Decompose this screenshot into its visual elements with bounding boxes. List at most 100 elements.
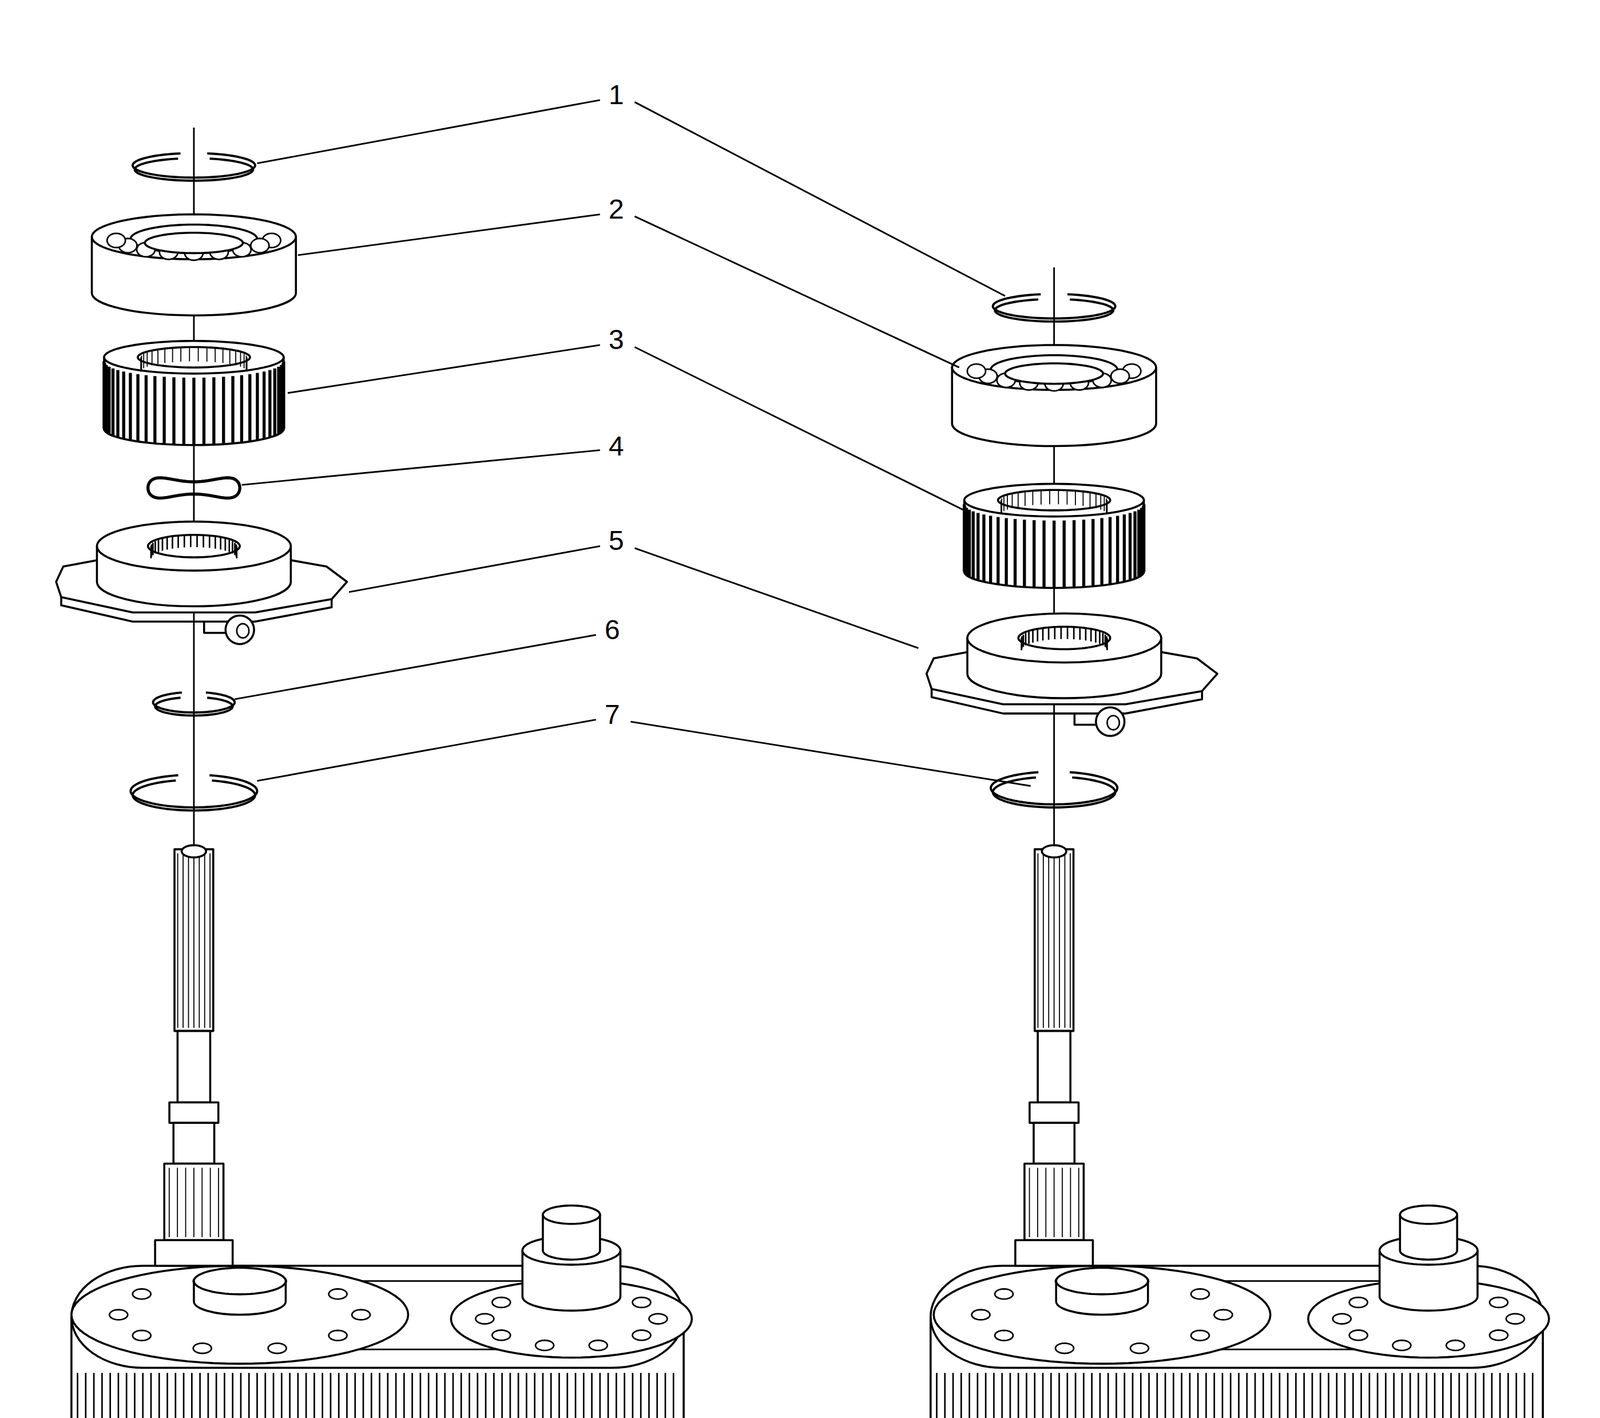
snap-ring [130, 775, 257, 808]
output-shaft [169, 1102, 219, 1123]
spline-line [177, 535, 180, 548]
spline-line [172, 347, 174, 363]
gear-tooth [1137, 509, 1141, 578]
chain-link [183, 1372, 185, 1418]
chain-link [387, 1372, 389, 1418]
callout-number: 3 [608, 326, 625, 354]
chain-link [632, 1372, 634, 1418]
chain-link [574, 1372, 577, 1418]
chain-link [403, 1372, 406, 1418]
sprocket-hole [1349, 1329, 1368, 1340]
spline-line [1001, 498, 1003, 513]
chain-link [550, 1372, 553, 1418]
chain-link [1245, 1372, 1248, 1418]
chain-link [566, 1372, 569, 1418]
spline-line [206, 347, 208, 362]
chain-link [1221, 1372, 1224, 1418]
chain-link [1213, 1372, 1216, 1418]
chain-link [1425, 1372, 1428, 1418]
gear-tooth [262, 371, 266, 439]
sprocket-hole [475, 1313, 494, 1324]
chain-link [1279, 1372, 1281, 1418]
chain-link [93, 1372, 95, 1418]
chain-link [288, 1372, 291, 1418]
chain-link [1335, 1372, 1338, 1418]
chain-link [419, 1372, 422, 1418]
chain-link [1523, 1372, 1526, 1418]
chain-link [1197, 1372, 1199, 1418]
leader-line [634, 346, 965, 510]
output-shaft [1034, 848, 1074, 1031]
chain-link [1033, 1372, 1036, 1418]
chain-link [141, 1372, 144, 1418]
chain-link [1140, 1372, 1142, 1418]
spline-line [1003, 496, 1005, 511]
gear-tooth [102, 360, 106, 429]
sprocket-hole [268, 1342, 287, 1353]
gear-tooth [971, 511, 975, 579]
sprocket-hole [971, 1309, 991, 1320]
chain-link [133, 1372, 136, 1418]
chain-link [240, 1372, 242, 1418]
spline-line [166, 537, 169, 550]
spline-line [1060, 626, 1063, 639]
chain-link [1319, 1372, 1322, 1418]
spline-line [1027, 631, 1030, 644]
chain-link [1058, 1372, 1060, 1418]
chain-link [1115, 1372, 1118, 1418]
bearing-ball [250, 238, 269, 253]
chain-link [1262, 1372, 1265, 1418]
spline-line [1037, 852, 1039, 1028]
chain-link [476, 1372, 479, 1418]
leader-line [257, 100, 601, 164]
chain-link [1392, 1372, 1395, 1418]
chain-link [1409, 1372, 1412, 1418]
spline-line [1090, 629, 1093, 642]
sprocket-hole [1213, 1309, 1233, 1320]
sprocket-hole [132, 1329, 152, 1341]
chain-link [362, 1372, 365, 1418]
chain-link [943, 1372, 946, 1418]
chain-link [1099, 1372, 1102, 1418]
chain-sprocket [71, 1265, 409, 1364]
gear-tooth [1122, 514, 1126, 582]
chain-link [1531, 1372, 1534, 1418]
gear-tooth [192, 377, 196, 446]
gear-tooth [1140, 507, 1143, 576]
spline-line [217, 1167, 220, 1237]
gear-tooth [996, 517, 1000, 585]
gear-tooth [1100, 517, 1104, 586]
spline-line [1094, 630, 1097, 643]
spline-line [197, 347, 200, 362]
chain-link [968, 1372, 971, 1418]
plate-lug [236, 623, 249, 638]
sprocket-hole [1130, 1342, 1149, 1353]
spline-line [1104, 496, 1106, 511]
spline-line [1066, 490, 1069, 505]
output-shaft [174, 848, 214, 1031]
chain-link [1254, 1372, 1257, 1418]
chain-link [582, 1372, 585, 1418]
bearing-ball [106, 233, 126, 248]
spline-line [243, 354, 245, 369]
drive-sprocket [104, 340, 284, 374]
spline-line [235, 350, 237, 365]
chain-link [1172, 1372, 1175, 1418]
leader-line [634, 101, 1006, 296]
gear-tooth [276, 366, 280, 435]
chain-link [85, 1372, 87, 1418]
sprocket-hole [328, 1288, 348, 1299]
chain-link [231, 1372, 234, 1418]
spline-line [229, 349, 231, 364]
leader-line [287, 344, 601, 393]
spline-line [198, 852, 200, 1028]
gear-tooth [240, 375, 244, 443]
bearing-ball [1110, 368, 1130, 384]
pump-plate [1018, 626, 1111, 649]
spline-line [1011, 493, 1014, 508]
chain-link [672, 1372, 675, 1418]
chain-link [215, 1372, 218, 1418]
gear-tooth [1082, 519, 1086, 587]
sprocket-hole [1190, 1288, 1210, 1299]
snap-ring [153, 692, 236, 713]
